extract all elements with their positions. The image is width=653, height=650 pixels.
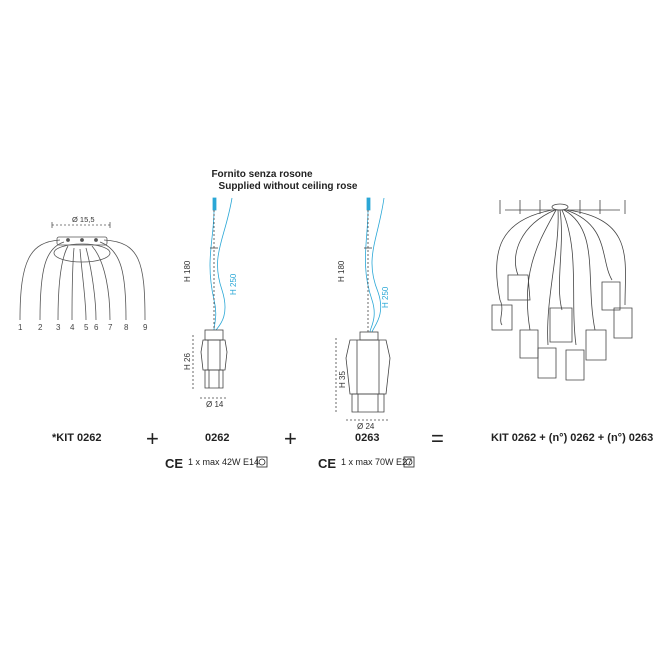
- kit-code-label: *KIT 0262: [52, 432, 102, 444]
- rose-hole-number: 6: [94, 323, 99, 332]
- pendant-0262-body-label: H 26: [183, 353, 192, 370]
- pendant-0263-diameter-label: Ø 24: [357, 422, 375, 431]
- rose-diameter-label: Ø 15,5: [72, 215, 95, 224]
- pendant-0262-length-label: H 250: [229, 273, 238, 295]
- product-code-0262: 0262: [205, 432, 230, 444]
- rose-hole-number: 4: [70, 323, 75, 332]
- product-code-0263: 0263: [355, 432, 380, 444]
- rose-hole-number: 5: [84, 323, 89, 332]
- rose-hole-number: 8: [124, 323, 129, 332]
- rose-hole-number: 1: [18, 323, 23, 332]
- pendant-0262-cable-label: H 180: [183, 260, 192, 282]
- chandelier-composite-drawing: [491, 200, 633, 381]
- spec-0263: 1 x max 70W E27: [341, 457, 413, 467]
- pendant-0262-diameter-label: Ø 14: [206, 400, 224, 409]
- pendant-0263-drawing: [335, 197, 391, 421]
- plus-operator-2: +: [284, 426, 297, 451]
- pendant-0262-drawing: [192, 197, 233, 399]
- rose-hole-number: 3: [56, 323, 61, 332]
- rose-hole-number: 9: [143, 323, 148, 332]
- rose-hole-number: 7: [108, 323, 113, 332]
- ceiling-rose-drawing: [19, 222, 146, 321]
- pendant-0263-body-label: H 35: [338, 371, 347, 388]
- ce-mark-0263: CE: [318, 456, 336, 471]
- insulation-class-icon: [256, 456, 415, 468]
- equals-operator: =: [431, 426, 444, 451]
- kit-result-formula: KIT 0262 + (n°) 0262 + (n°) 0263: [491, 432, 653, 444]
- pendant-0263-cable-label: H 180: [337, 260, 346, 282]
- rose-hole-number: 2: [38, 323, 43, 332]
- header-line-1: Fornito senza rosone: [211, 169, 313, 180]
- plus-operator-1: +: [146, 426, 159, 451]
- header-line-2: Supplied without ceiling rose: [218, 181, 358, 192]
- ce-mark-0262: CE: [165, 456, 183, 471]
- pendant-0263-length-label: H 250: [381, 286, 390, 308]
- spec-0262: 1 x max 42W E14: [188, 457, 260, 467]
